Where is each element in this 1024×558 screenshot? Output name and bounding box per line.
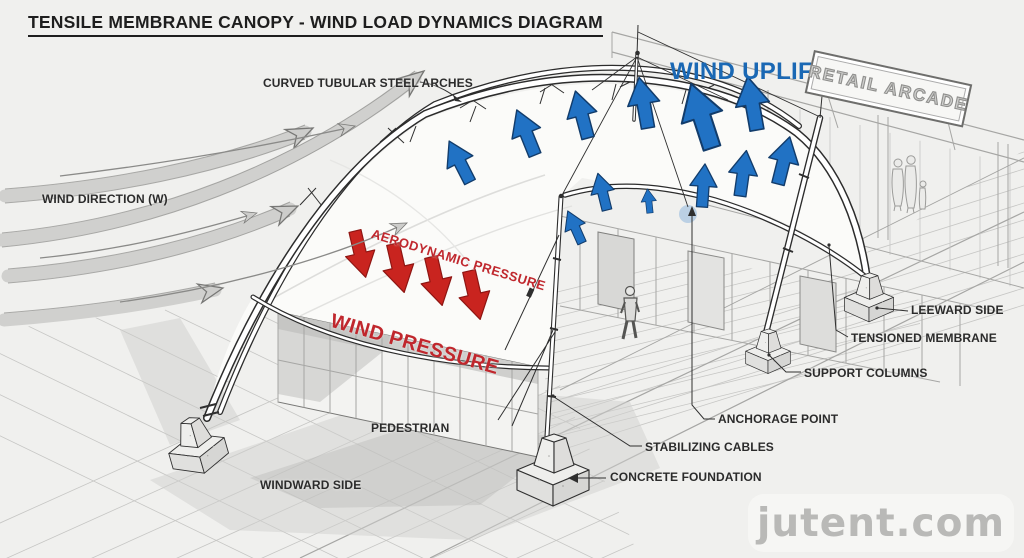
watermark-badge: jutent.com [748,494,1014,552]
label-anchorage-point: ANCHORAGE POINT [718,412,839,426]
label-wind-direction: WIND DIRECTION (W) [42,192,168,206]
label-support-columns: SUPPORT COLUMNS [804,366,928,380]
label-pedestrian: PEDESTRIAN [371,421,450,435]
label-tensioned-membrane: TENSIONED MEMBRANE [851,331,997,345]
leader-lines [419,81,909,483]
pedestrian-family [891,155,927,214]
label-stabilizing-cables: STABILIZING CABLES [645,440,774,454]
label-windward-side: WINDWARD SIDE [260,478,362,492]
watermark-text: jutent.com [757,500,1005,546]
label-wind-uplift: WIND UPLIFT [670,58,828,85]
pedestrian-figure [620,285,640,340]
label-concrete-foundation: CONCRETE FOUNDATION [610,470,762,484]
support-columns-art [497,95,824,439]
steel-arches [199,64,871,422]
storefront-interior [559,215,1001,386]
page-title: TENSILE MEMBRANE CANOPY - WIND LOAD DYNA… [28,12,603,37]
label-curved-arches: CURVED TUBULAR STEEL ARCHES [263,76,473,90]
label-leeward-side: LEEWARD SIDE [911,303,1004,317]
wind-flow-arrows [0,61,432,327]
